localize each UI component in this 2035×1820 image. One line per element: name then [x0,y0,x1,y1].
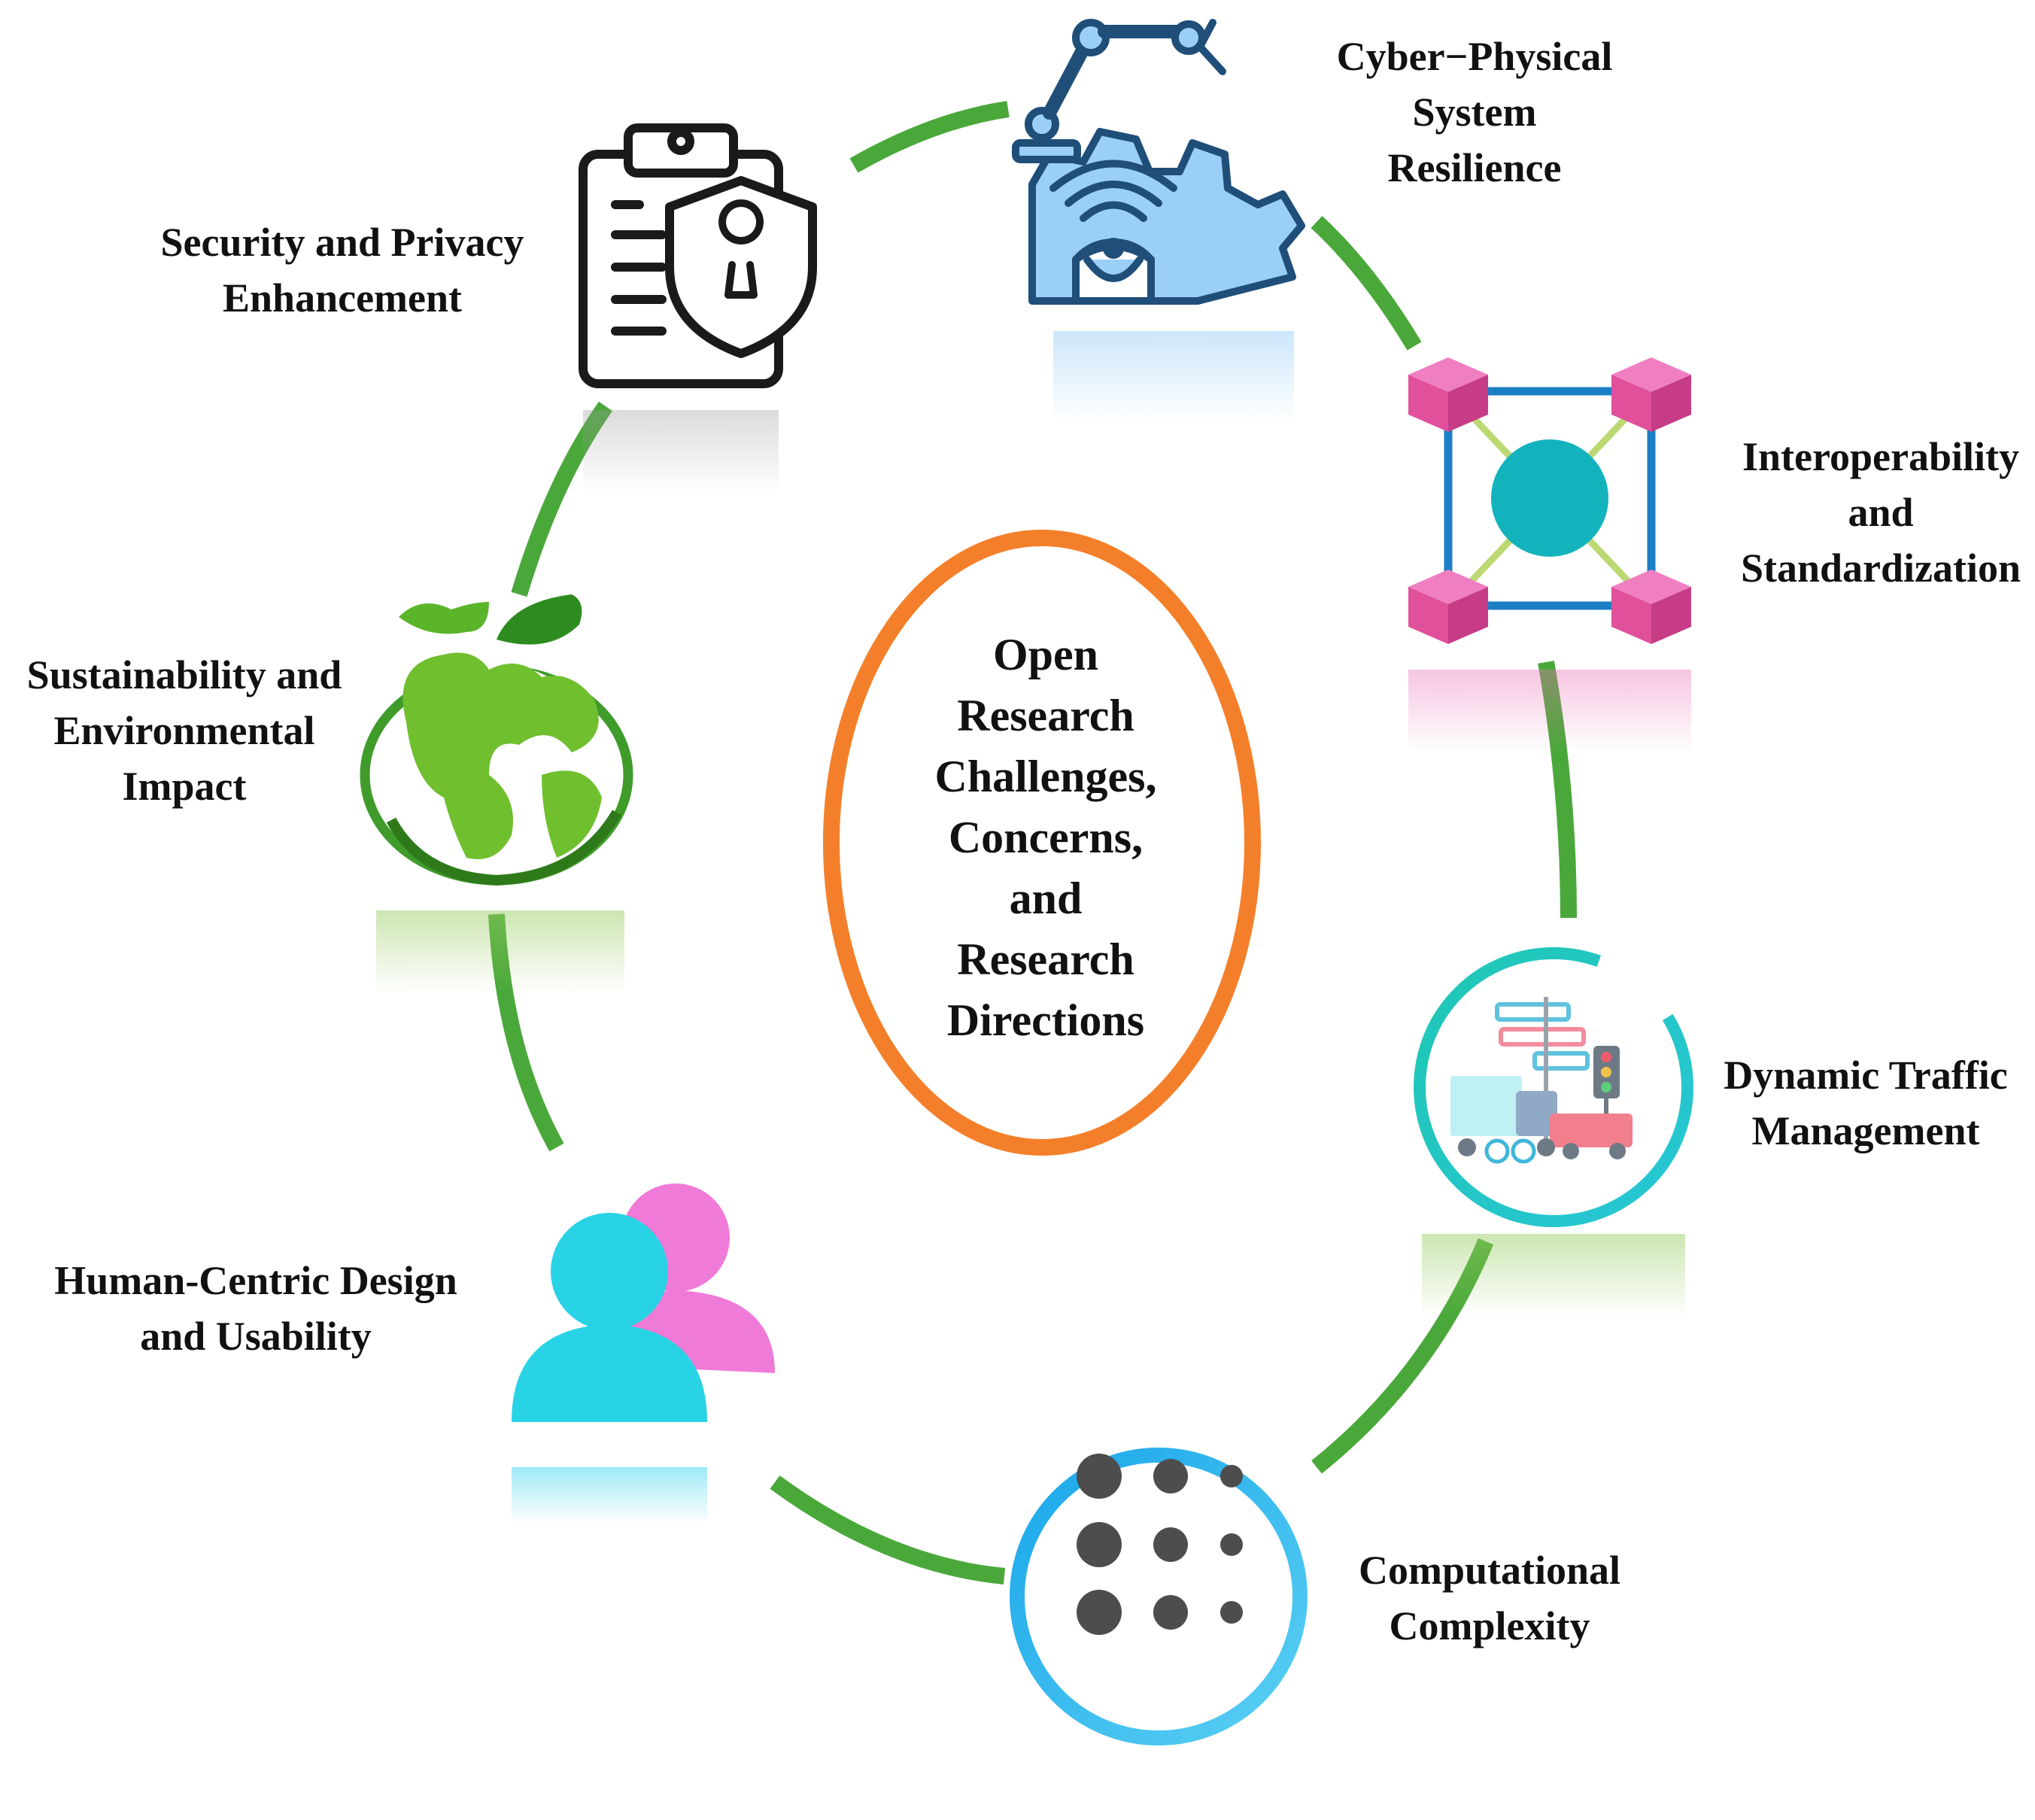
connector-computational-to-human [770,1475,1006,1585]
clipboard-reflection [583,410,779,493]
cyber-physical-label: Cyber−Physical System Resilience [1309,29,1640,196]
computational-label: Computational Complexity [1324,1542,1655,1654]
label-line: Human-Centric Design [54,1258,457,1303]
label-line: System [1412,90,1537,135]
label-line: Sustainability and [26,652,342,697]
center-line: Directions [946,995,1145,1045]
network-cubes-icon [1408,357,1691,644]
label-line: Enhancement [222,275,462,321]
center-line: Research [957,934,1134,984]
traffic-reflection [1422,1234,1685,1317]
center-line: Concerns, [948,813,1144,862]
label-line: Cyber−Physical [1336,34,1613,79]
label-line: Complexity [1389,1603,1590,1648]
robotic-arm-gear-icon [1012,19,1305,305]
center-line: Open [992,630,1099,679]
human-centric-label: Human-Centric Design and Usability [23,1253,489,1364]
label-line: Interoperability [1742,434,2019,479]
users-icon [512,1183,775,1422]
dot-grid-icon [1010,1448,1308,1746]
center-title: Open Research Challenges, Concerns, and … [835,624,1256,1051]
clipboard-shield-lock-icon [579,123,817,388]
gear-reflection [1053,331,1294,421]
center-line: Challenges, [934,752,1157,801]
security-label: Security and Privacy Enhancement [135,214,549,326]
cube-top-left [1408,357,1488,432]
label-line: Impact [122,764,247,809]
connector-cyber-to-interop [1311,215,1422,351]
center-ring [823,530,1261,1156]
cube-bottom-left [1408,570,1488,644]
label-line: Security and Privacy [160,220,524,265]
label-line: Management [1751,1108,1980,1153]
label-line: Dynamic Traffic [1724,1053,2008,1098]
cube-bottom-right [1611,570,1691,644]
dynamic-traffic-label: Dynamic Traffic Management [1700,1047,2031,1159]
label-line: Environmental [53,708,315,753]
users-reflection [512,1467,707,1524]
cube-top-right [1611,357,1691,432]
center-line: Research [957,691,1134,740]
green-earth-icon [360,594,633,886]
label-line: Computational [1358,1548,1621,1593]
label-line: and Usability [140,1314,372,1359]
interoperability-label: Interoperability and Standardization [1723,429,2035,596]
center-line: and [1009,874,1083,923]
sustainability-label: Sustainability and Environmental Impact [0,647,369,814]
label-line: Standardization [1740,545,2021,591]
cubes-reflection [1408,670,1691,752]
label-line: and [1848,490,1914,535]
earth-reflection [376,910,624,993]
connector-security-to-cyber [849,101,1010,173]
label-line: Resilience [1387,145,1562,190]
traffic-vehicles-icon [1414,947,1693,1227]
